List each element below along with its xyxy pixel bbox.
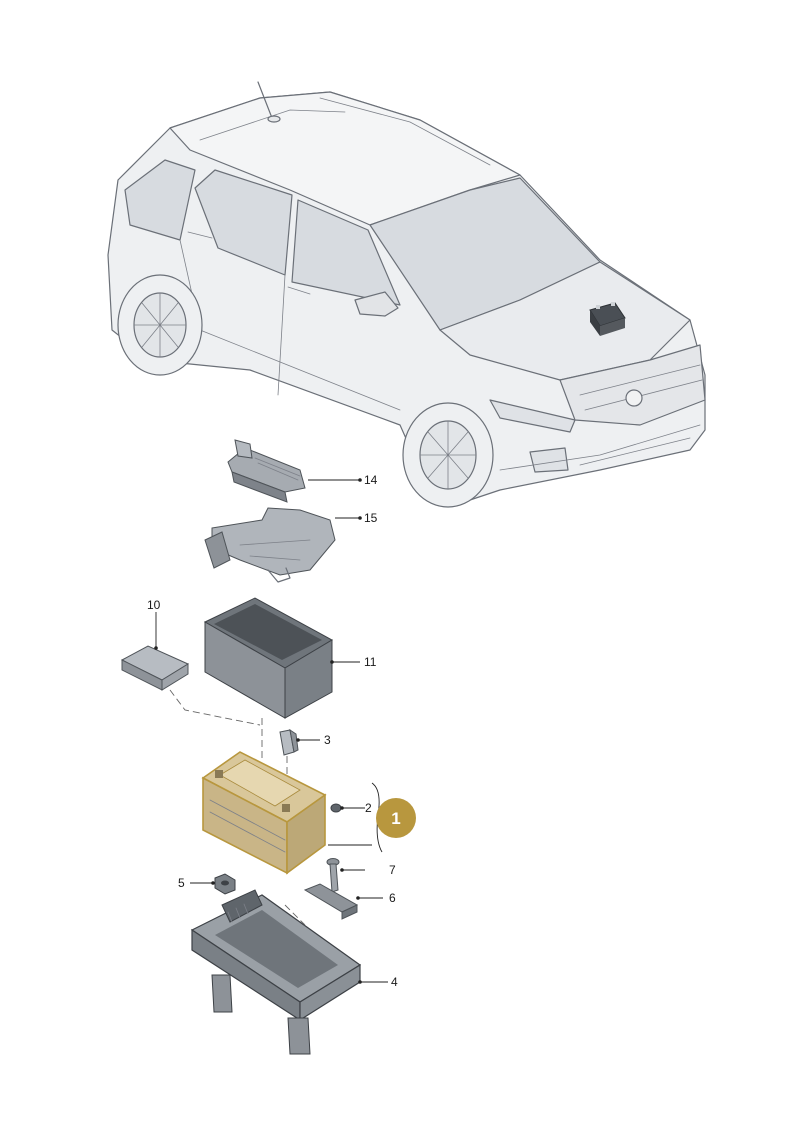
group-bracket [328,782,383,853]
callout-14-label: 14 [364,473,378,487]
callout-10-label: 10 [147,598,161,612]
part-1-battery [201,751,327,875]
callout-7-label: 7 [389,863,396,877]
part-6-clamp [303,883,383,920]
part-7-bolt [326,858,365,893]
callout-3-label: 3 [324,733,331,747]
part-3-terminal-clip [279,728,320,790]
part-15-bracket [204,507,362,583]
callout-5-label: 5 [178,876,185,890]
part-5-nut [190,873,236,895]
part-4-battery-tray [190,889,388,1055]
callout-2-label: 2 [365,801,372,815]
vehicle-illustration [107,81,706,508]
part-2-screw [330,803,365,813]
callout-4-label: 4 [391,975,398,989]
part-10-cover [120,612,261,726]
callout-6-label: 6 [389,891,396,905]
part-1-callout-badge: 1 [376,798,416,838]
callout-15-label: 15 [364,511,378,525]
callout-1-label: 1 [391,809,400,828]
callout-11-label: 11 [364,655,377,669]
part-14-connector [227,439,362,503]
battery-location-marker [589,302,626,336]
part-11-battery-box [203,597,360,760]
